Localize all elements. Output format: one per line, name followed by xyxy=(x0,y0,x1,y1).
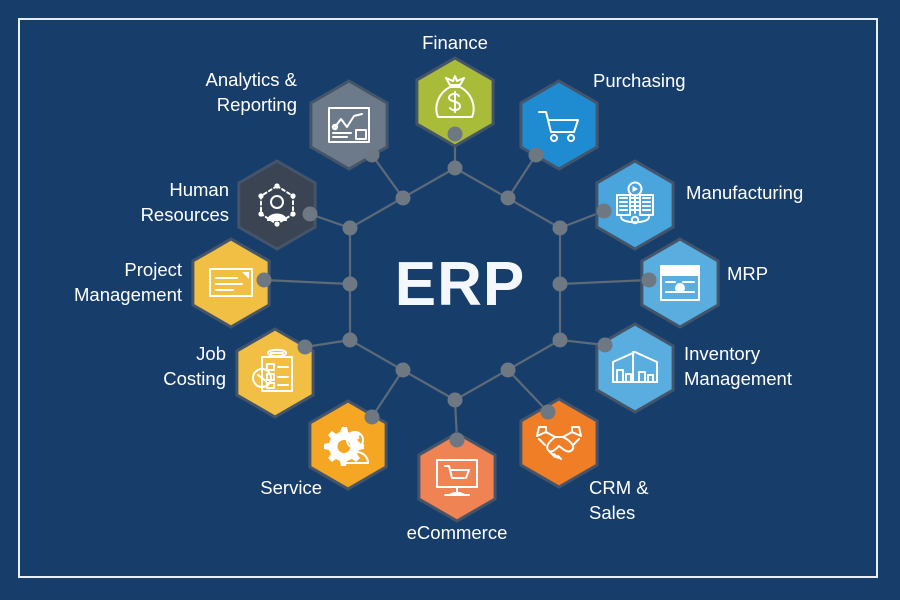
module-label-purchasing: Purchasing xyxy=(593,70,686,91)
hub-node-dot xyxy=(552,220,568,236)
inventory-panel-icon xyxy=(660,265,700,301)
module-node-dot-analytics-reporting xyxy=(364,147,380,163)
connector-line-service xyxy=(371,369,404,418)
hub-node-dot xyxy=(447,160,463,176)
module-label-line: Manufacturing xyxy=(686,182,803,203)
module-node-dot-manufacturing xyxy=(596,203,612,219)
gear-person-icon xyxy=(324,427,369,466)
connector-line-project-management xyxy=(263,278,351,286)
module-hex-purchasing[interactable] xyxy=(519,79,599,171)
connector-line-analytics-reporting xyxy=(371,154,404,199)
module-node-dot-finance xyxy=(447,126,463,142)
module-hex-mrp[interactable] xyxy=(640,237,720,329)
module-label-line: Human xyxy=(169,179,229,200)
hexagon-shape-purchasing xyxy=(519,79,599,171)
connector-nodes-layer xyxy=(256,126,657,448)
connector-line-purchasing xyxy=(507,154,537,199)
module-hex-finance[interactable] xyxy=(415,56,495,148)
chart-report-icon xyxy=(328,107,370,143)
module-node-dot-ecommerce xyxy=(449,432,465,448)
module-node-dot-crm-sales xyxy=(540,404,556,420)
hub-node-dot xyxy=(447,392,463,408)
center-erp-label: ERP xyxy=(395,250,525,319)
central-hub-layer xyxy=(342,160,568,408)
factory-machine-icon xyxy=(616,181,654,225)
module-label-line: Resources xyxy=(141,204,229,225)
handshake-icon xyxy=(536,426,582,460)
module-label-line: MRP xyxy=(727,263,768,284)
module-label-line: Purchasing xyxy=(593,70,686,91)
module-label-line: Costing xyxy=(163,368,226,389)
hexagon-shape-crm-sales xyxy=(519,397,599,489)
module-node-dot-service xyxy=(364,409,380,425)
warehouse-icon xyxy=(612,351,658,383)
module-hex-crm-sales[interactable] xyxy=(519,397,599,489)
shopping-cart-icon xyxy=(538,111,579,142)
module-hex-human-resources[interactable] xyxy=(237,159,317,251)
hexagon-shape-inventory-management xyxy=(595,322,675,414)
module-hex-job-costing[interactable] xyxy=(235,327,315,419)
hub-node-dot xyxy=(342,332,358,348)
online-store-icon xyxy=(436,459,478,496)
module-label-line: Job xyxy=(196,343,226,364)
module-label-line: Management xyxy=(684,368,792,389)
hub-node-dot xyxy=(552,276,568,292)
hexagon-shape-job-costing xyxy=(235,327,315,419)
module-label-service: Service xyxy=(260,477,322,498)
module-label-ecommerce: eCommerce xyxy=(407,522,508,543)
module-hex-service[interactable] xyxy=(308,399,388,491)
module-label-line: Management xyxy=(74,284,182,305)
hub-node-dot xyxy=(552,332,568,348)
module-label-manufacturing: Manufacturing xyxy=(686,182,803,203)
module-label-line: Sales xyxy=(589,502,635,523)
connector-line-crm-sales xyxy=(507,369,549,413)
module-hex-analytics-reporting[interactable] xyxy=(309,79,389,171)
module-node-dot-project-management xyxy=(256,272,272,288)
hub-node-dot xyxy=(395,362,411,378)
hub-node-dot xyxy=(395,190,411,206)
module-label-mrp: MRP xyxy=(727,263,768,284)
module-hexagons-layer xyxy=(191,56,720,523)
hexagon-shape-human-resources xyxy=(237,159,317,251)
hub-node-dot xyxy=(500,190,516,206)
module-label-analytics-reporting: Analytics & Reporting xyxy=(205,69,297,115)
module-hex-inventory-management[interactable] xyxy=(595,322,675,414)
module-label-finance: Finance xyxy=(422,32,488,53)
note-card-icon xyxy=(209,268,253,297)
connector-line-job-costing xyxy=(304,338,351,349)
hub-node-dot xyxy=(342,276,358,292)
module-label-line: Service xyxy=(260,477,322,498)
module-label-line: CRM & xyxy=(589,477,649,498)
money-bag-icon xyxy=(435,75,475,118)
module-label-line: Project xyxy=(124,259,182,280)
people-network-icon xyxy=(258,183,296,227)
module-hex-project-management[interactable] xyxy=(191,237,271,329)
module-label-line: Inventory xyxy=(684,343,761,364)
module-node-dot-purchasing xyxy=(528,147,544,163)
module-label-line: Reporting xyxy=(217,94,297,115)
module-label-crm-sales: CRM & Sales xyxy=(589,477,649,523)
module-node-dot-job-costing xyxy=(297,339,313,355)
module-label-line: eCommerce xyxy=(407,522,508,543)
module-label-line: Finance xyxy=(422,32,488,53)
module-node-dot-human-resources xyxy=(302,206,318,222)
clipboard-checklist-icon xyxy=(252,348,293,392)
module-node-dot-inventory-management xyxy=(597,337,613,353)
module-label-line: Analytics & xyxy=(205,69,297,90)
connector-line-mrp xyxy=(559,278,650,286)
module-node-dot-mrp xyxy=(641,272,657,288)
module-hex-manufacturing[interactable] xyxy=(595,159,675,251)
hub-node-dot xyxy=(342,220,358,236)
hub-node-dot xyxy=(500,362,516,378)
module-hex-ecommerce[interactable] xyxy=(417,431,497,523)
